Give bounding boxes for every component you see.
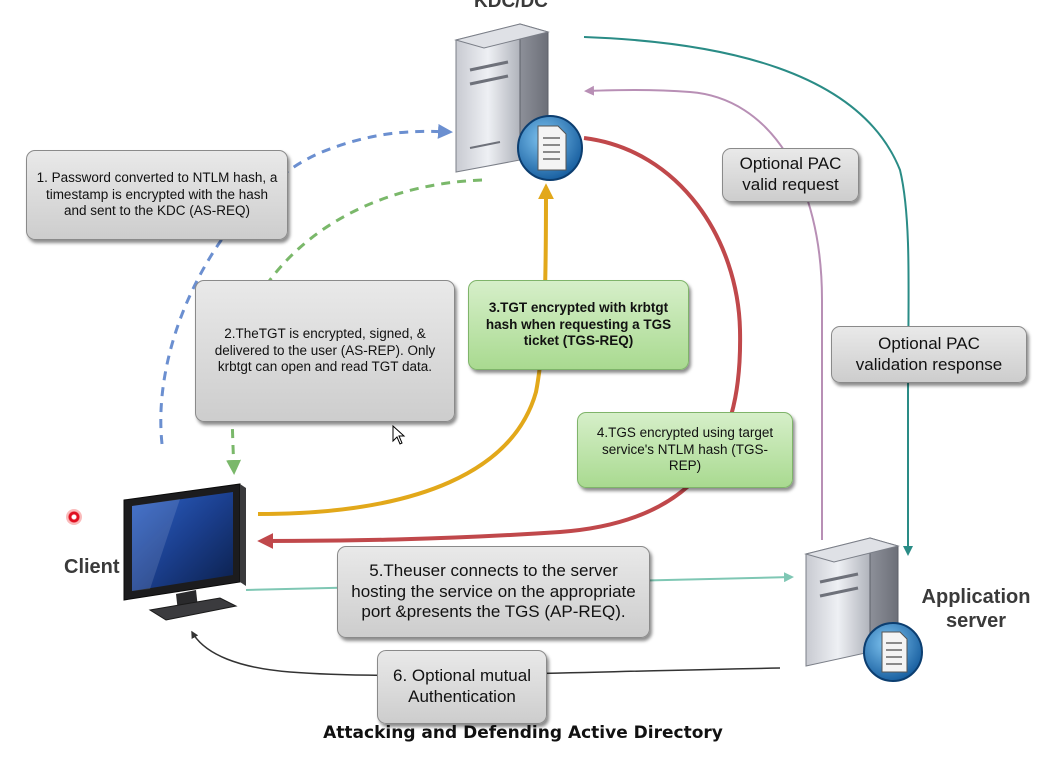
- client-label: Client: [64, 556, 120, 578]
- step-6-box: 6. Optional mutual Authentication: [377, 650, 547, 724]
- step-3-box: 3.TGT encrypted with krbtgt hash when re…: [468, 280, 689, 370]
- pac-response-arrow: [583, 36, 913, 556]
- tgs-req-arrow: [257, 183, 554, 516]
- step-4-box: 4.TGS encrypted using target service's N…: [577, 412, 793, 488]
- pac-response-text: Optional PAC validation response: [855, 333, 1003, 374]
- step-1-box: 1. Password converted to NTLM hash, a ti…: [26, 150, 288, 240]
- application-server-icon: [804, 537, 923, 682]
- pac-request-arrow: [584, 85, 823, 540]
- step-4-text: 4.TGS encrypted using target service's N…: [596, 425, 774, 474]
- pac-response-box: Optional PAC validation response: [831, 326, 1027, 383]
- step-6-text: 6. Optional mutual Authentication: [393, 666, 531, 706]
- kdc-server-icon: [454, 23, 583, 181]
- pac-request-box: Optional PAC valid request: [722, 148, 859, 202]
- recording-dot-icon: [66, 509, 82, 525]
- client-monitor-icon: [123, 483, 246, 621]
- step-3-text: 3.TGT encrypted with krbtgt hash when re…: [485, 300, 672, 349]
- step-5-text: 5.Theuser connects to the server hosting…: [351, 560, 636, 622]
- step-2-text: 2.TheTGT is encrypted, signed, & deliver…: [214, 326, 436, 375]
- step-1-text: 1. Password converted to NTLM hash, a ti…: [36, 170, 278, 219]
- step-2-box: 2.TheTGT is encrypted, signed, & deliver…: [195, 280, 455, 422]
- mutual-auth-arrow: [191, 630, 781, 677]
- step-5-box: 5.Theuser connects to the server hosting…: [337, 546, 650, 638]
- application-server-label: Application server: [921, 586, 1031, 632]
- caption: Attacking and Defending Active Directory: [323, 723, 723, 743]
- mouse-cursor-icon: [392, 425, 406, 445]
- kdc-label: KDC/DC: [474, 0, 548, 12]
- pac-request-text: Optional PAC valid request: [739, 154, 842, 194]
